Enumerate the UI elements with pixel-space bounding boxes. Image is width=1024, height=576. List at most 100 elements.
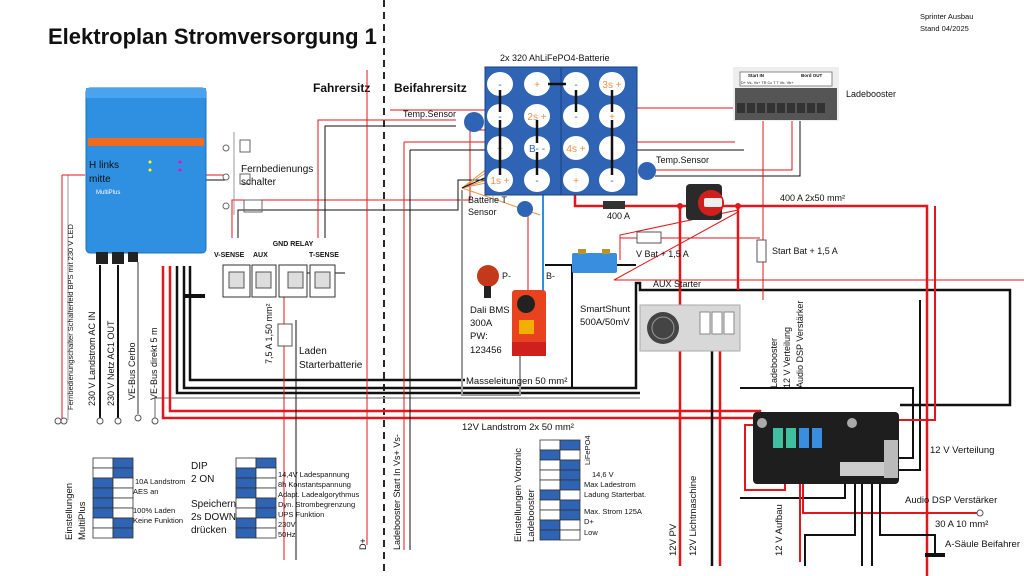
battery-main-switch[interactable] [686,184,724,220]
vertical-label: Ladebooster [769,338,779,388]
cable-label: VE-Bus Cerbo [127,342,137,400]
aufbau-label: 12 V Aufbau [774,504,785,556]
dip-cell-left [539,479,561,491]
shunt-label: SmartShunt [580,304,631,315]
main-fuse-label: 400 A [607,211,630,221]
cable-label: Fernbedienungschalter Schalterfeld BPS m… [66,223,75,410]
dip-multiplus-title: Einstellungen [64,483,75,540]
zone-driver: Fahrersitz [313,81,370,95]
sense-terminal-block: V-SENSE AUX GND RELAY T-SENSE [214,241,339,298]
project-name: Sprinter Ausbau [920,12,973,21]
dip-note: Dyn. Strombegrenzung [278,500,355,509]
terminal-label: T-SENSE [309,252,339,259]
dip-cell-left [235,507,257,519]
temp-sensor-icon [638,162,656,180]
alternator-label: 12V Lichtmaschine [688,476,699,556]
dip-note: D+ [584,517,594,526]
battery-cell [524,168,550,192]
dip-note: 230V [278,520,296,529]
dip-note: AES an [133,487,158,496]
dip-note: LiFePO4 [583,435,592,465]
battery-cell-label: - [498,112,501,123]
dip-cell-right [255,477,277,489]
dip-note: Max Ladestrom [584,480,636,489]
zone-passenger: Beifahrersitz [394,81,467,95]
aux-starter-label: AUX Starter [653,279,701,289]
dip-cell-left [539,469,561,481]
wires [61,70,1024,576]
battery-cell [487,104,513,128]
dip-cell-left [539,459,561,471]
battery-sensor-label: Sensor [468,207,497,217]
dip-note: 100% Laden [133,506,175,515]
battery-cell-label: - [535,176,538,187]
dip-note: Adapt. Ladealgorythmus [278,490,360,499]
dip-cell-left [92,467,114,479]
pv-label: 12V PV [668,523,679,556]
booster-input-label: Ladebooster Start In Vs+ Vs- [392,434,402,550]
temp-sensor-label: Temp.Sensor [403,109,456,119]
pv-charger-device [639,304,741,352]
battery-cell [563,136,589,160]
dip-multiplus-title: MultiPlus [77,501,88,540]
dip-cell-right [559,499,581,511]
terminal-label: V-SENSE [214,252,245,259]
dip-cell-right [559,509,581,521]
battery-cell-label: 3s + [602,80,621,91]
vertical-label: Audio DSP Verstärker [795,301,805,388]
multiplus-note: mitte [89,174,111,185]
dip-note: 50Hz [278,530,296,539]
ladebooster-header: Bord OUT [801,73,822,78]
dip-cell-right [559,439,581,451]
battery-cell [563,168,589,192]
distribution-label: 12 V Verteilung [930,445,994,456]
fuse-distribution-box [753,412,899,484]
battery-cell [487,168,513,192]
aux-fuse [277,323,293,347]
battery-cell [599,72,625,96]
battery-cell-label: - [574,112,577,123]
multiplus-brand: MultiPlus [96,190,120,196]
ladebooster-header: Start IN [748,73,764,78]
dip-cell-left [539,439,561,451]
cable-label: 230 V Landstrom AC IN [87,311,97,406]
dip-cell-left [92,517,114,529]
ladebooster-pins: D+ Vs- Vs+ TR Cc T T Vb- Vb+ [741,81,794,85]
dip-note: 8h Konstantspannung [278,480,351,489]
battery-cell [524,104,550,128]
battery-cell-label: 4s + [566,144,585,155]
battery-cell-label: - [610,176,613,187]
terminal-label: GND RELAY [273,241,314,248]
battery-cell [599,168,625,192]
dip-cell-right [112,477,134,489]
lifepo4-battery: -+-3s +-2s +-++B- -4s +-1s +-+- [484,66,638,196]
temp-sensor-icon [464,112,484,132]
dip-cell-left [235,497,257,509]
page-title: Elektroplan Stromversorgung 1 [48,24,377,49]
charge-starter-label: Laden [299,346,327,357]
dip-cell-right [255,497,277,509]
multiplus-inverter[interactable]: H links mitte MultiPlus [85,87,207,264]
ladebooster-device[interactable]: Start IN Bord OUT D+ Vs- Vs+ TR Cc T T V… [733,67,839,121]
dip-votronic-title: Einstellungen Votronic [513,448,524,542]
dip-cell-left [235,487,257,499]
dip-cell-right [112,497,134,509]
battery-cell-label: + [534,80,540,91]
dip-cell-right [255,457,277,469]
battery-cell-label: 2s + [527,112,546,123]
a-pillar-label: A-Säule Beifahrer [945,539,1020,550]
battery-cell-label: - [574,80,577,91]
dip-cell-right [112,457,134,469]
bms-b-minus: B- [546,271,555,281]
vbat-fuse-label: V Bat + 1,5 A [636,249,689,259]
battery-cell [487,72,513,96]
cable-label: 230 V Netz AC1 OUT [106,320,116,406]
dip-switch-multiplus-2 [235,457,277,539]
battery-cell [563,104,589,128]
dip-cell-right [559,469,581,481]
dip-cell-left [539,529,561,541]
dip-cell-left [235,457,257,469]
dip-hint: 2 ON [191,474,214,485]
remote-switch[interactable]: Fernbedienungs schalter [222,132,313,215]
battery-cell-label: 1s + [490,176,509,187]
